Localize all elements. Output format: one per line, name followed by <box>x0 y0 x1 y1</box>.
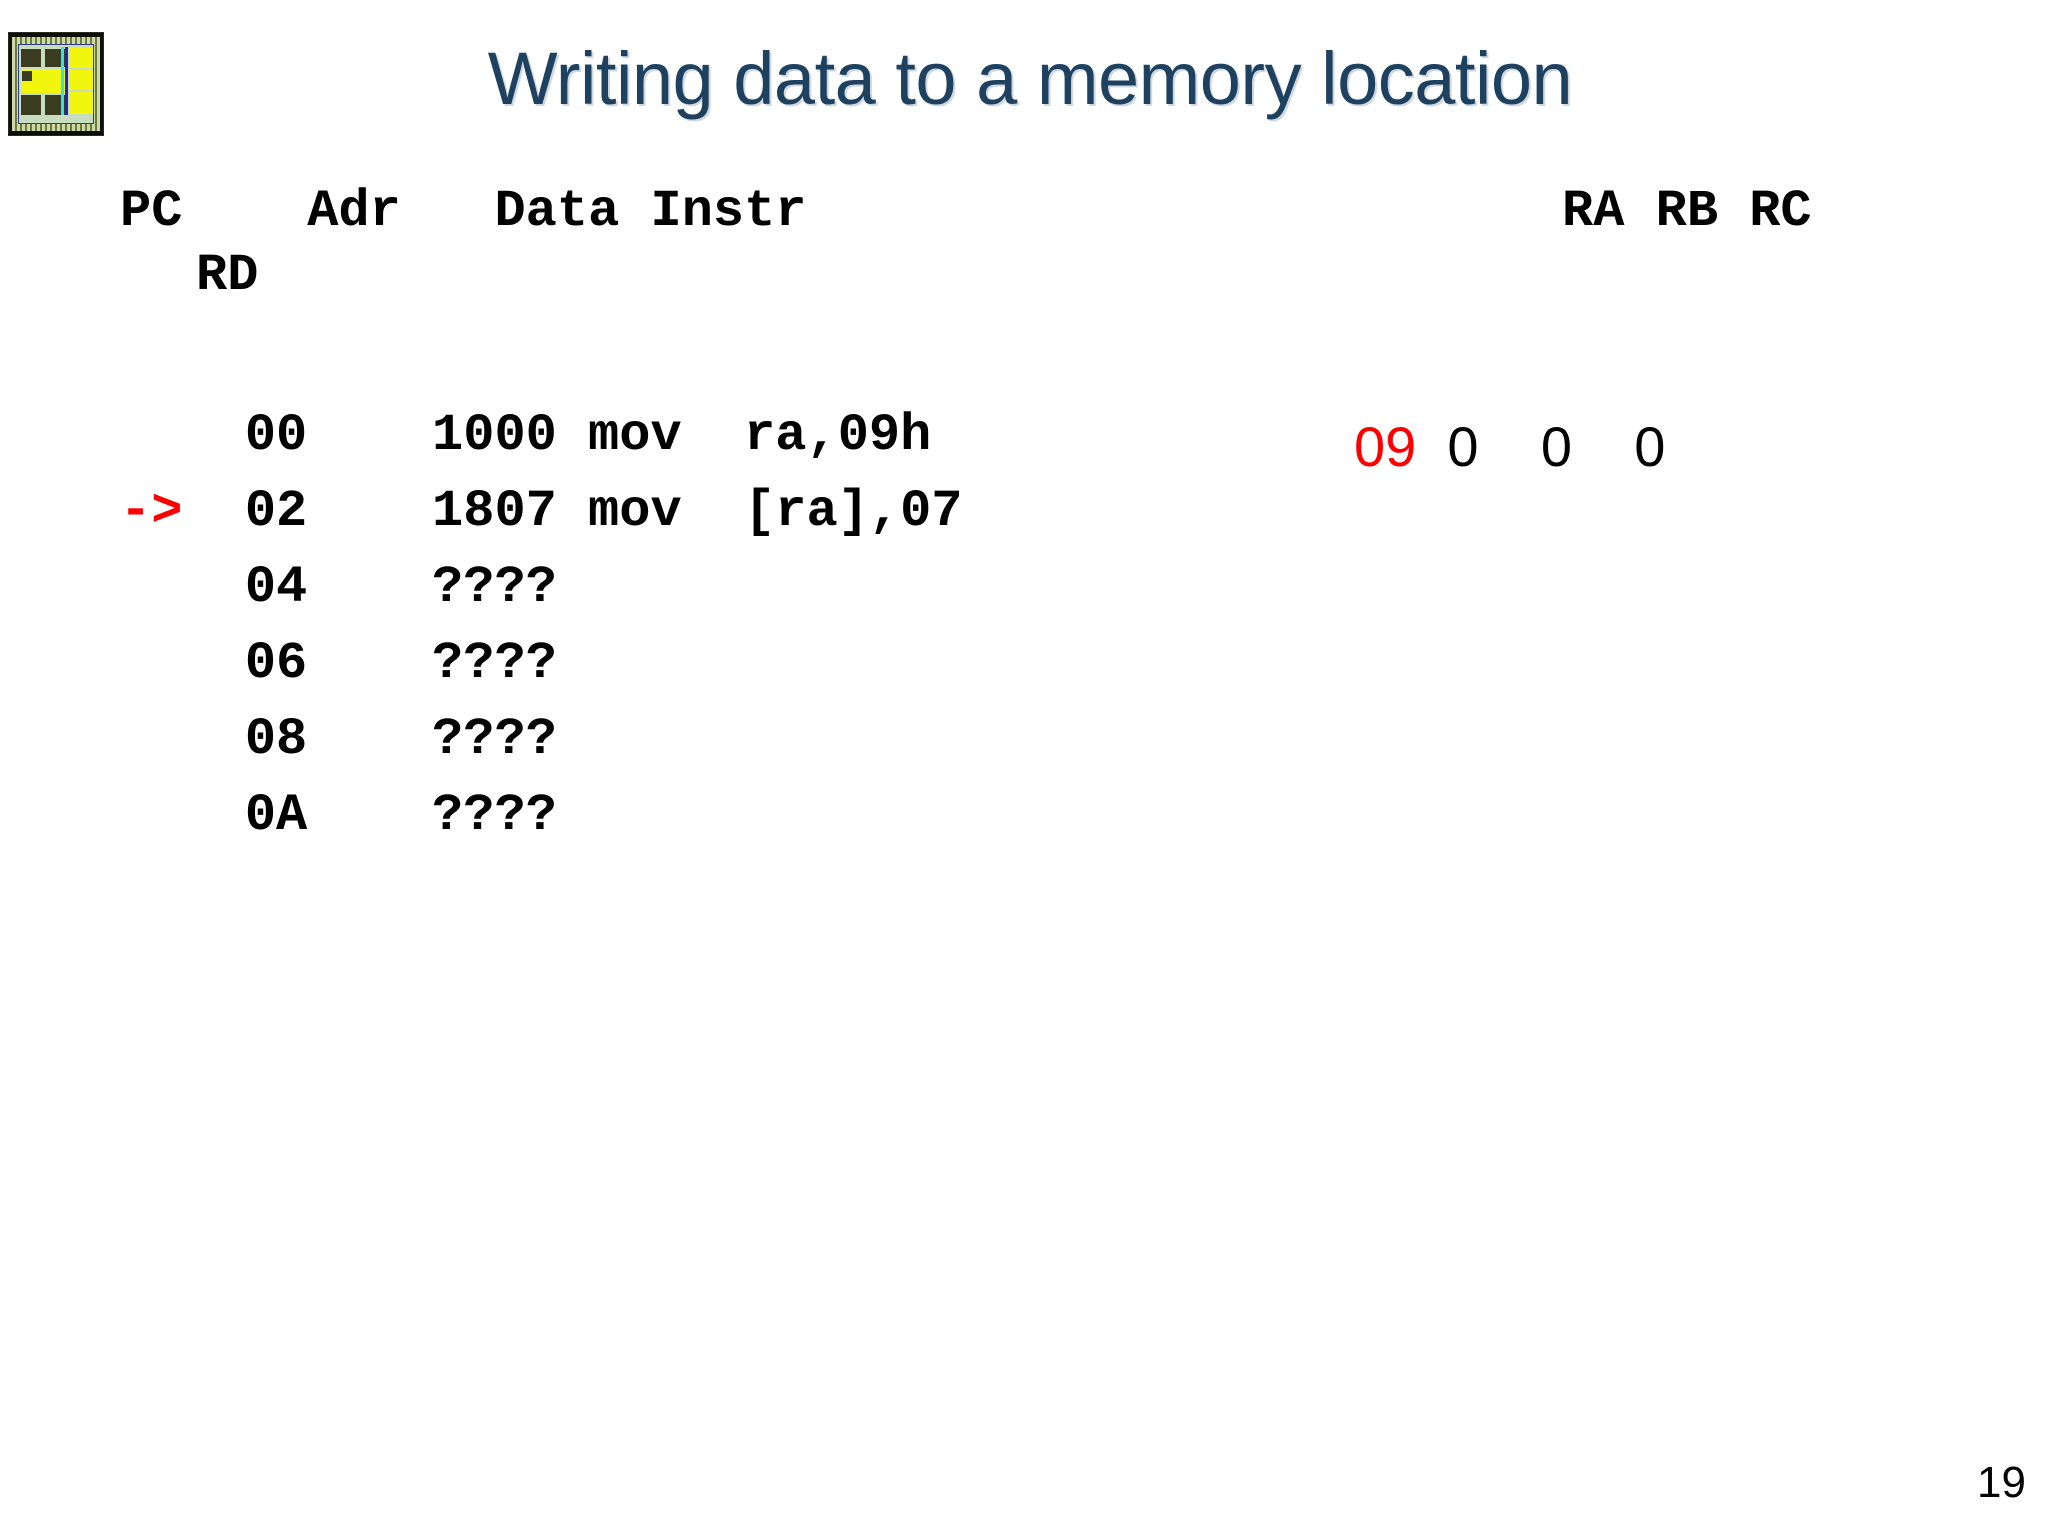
listing-data: 1807 <box>432 482 557 541</box>
listing-data: ???? <box>432 710 557 769</box>
listing-data: ???? <box>432 634 557 693</box>
listing-gap <box>557 702 588 778</box>
listing-gap <box>557 778 588 854</box>
listing-gap <box>307 398 432 474</box>
table-header-rd: RD <box>196 246 259 305</box>
register-gap-3 <box>1572 415 1634 478</box>
register-value-rb: 0 <box>1447 415 1479 478</box>
listing-gap <box>557 398 588 474</box>
register-value-rd: 0 <box>1634 415 1666 478</box>
listing-address: 06 <box>244 634 308 693</box>
register-value-rc: 0 <box>1540 415 1572 478</box>
listing-gap <box>557 474 588 550</box>
listing-row: 00 1000 mov ra,09h <box>120 398 963 474</box>
listing-gap <box>557 550 588 626</box>
register-gap-1 <box>1416 415 1447 478</box>
listing-row: -> 02 1807 mov [ra],07 <box>120 474 963 550</box>
listing-gap <box>307 550 432 626</box>
memory-listing: 00 1000 mov ra,09h -> 02 1807 mov [ra],07… <box>120 398 963 854</box>
listing-data: 1000 <box>432 406 557 465</box>
listing-address: 0A <box>244 786 308 845</box>
listing-row: 04 ???? <box>120 550 963 626</box>
listing-data: ???? <box>432 786 557 845</box>
listing-address: 02 <box>244 482 308 541</box>
die-core <box>18 44 94 124</box>
register-value-ra: 09 <box>1354 415 1417 478</box>
page-number: 19 <box>1977 1458 2026 1507</box>
listing-gap <box>307 474 432 550</box>
listing-data: ???? <box>432 558 557 617</box>
slide-title: Writing data to a memory location <box>487 37 1573 120</box>
listing-gap <box>307 702 432 778</box>
listing-address: 00 <box>244 406 308 465</box>
register-values-row: 09 0 0 0 <box>1354 414 1665 479</box>
listing-gap <box>557 626 588 702</box>
listing-gap <box>307 778 432 854</box>
register-gap-2 <box>1479 415 1541 478</box>
listing-instruction: mov ra,09h <box>588 406 932 465</box>
listing-address: 04 <box>244 558 308 617</box>
table-header-right: RA RB RC <box>1562 182 1812 241</box>
listing-row: 0A ???? <box>120 778 963 854</box>
listing-row: 06 ???? <box>120 626 963 702</box>
listing-instruction: mov [ra],07 <box>588 482 963 541</box>
listing-row: 08 ???? <box>120 702 963 778</box>
listing-gap <box>307 626 432 702</box>
pc-marker: -> <box>120 482 183 541</box>
chip-die-logo-icon <box>8 32 104 136</box>
table-header-left: PC Adr Data Instr <box>120 182 807 241</box>
listing-address: 08 <box>244 710 308 769</box>
